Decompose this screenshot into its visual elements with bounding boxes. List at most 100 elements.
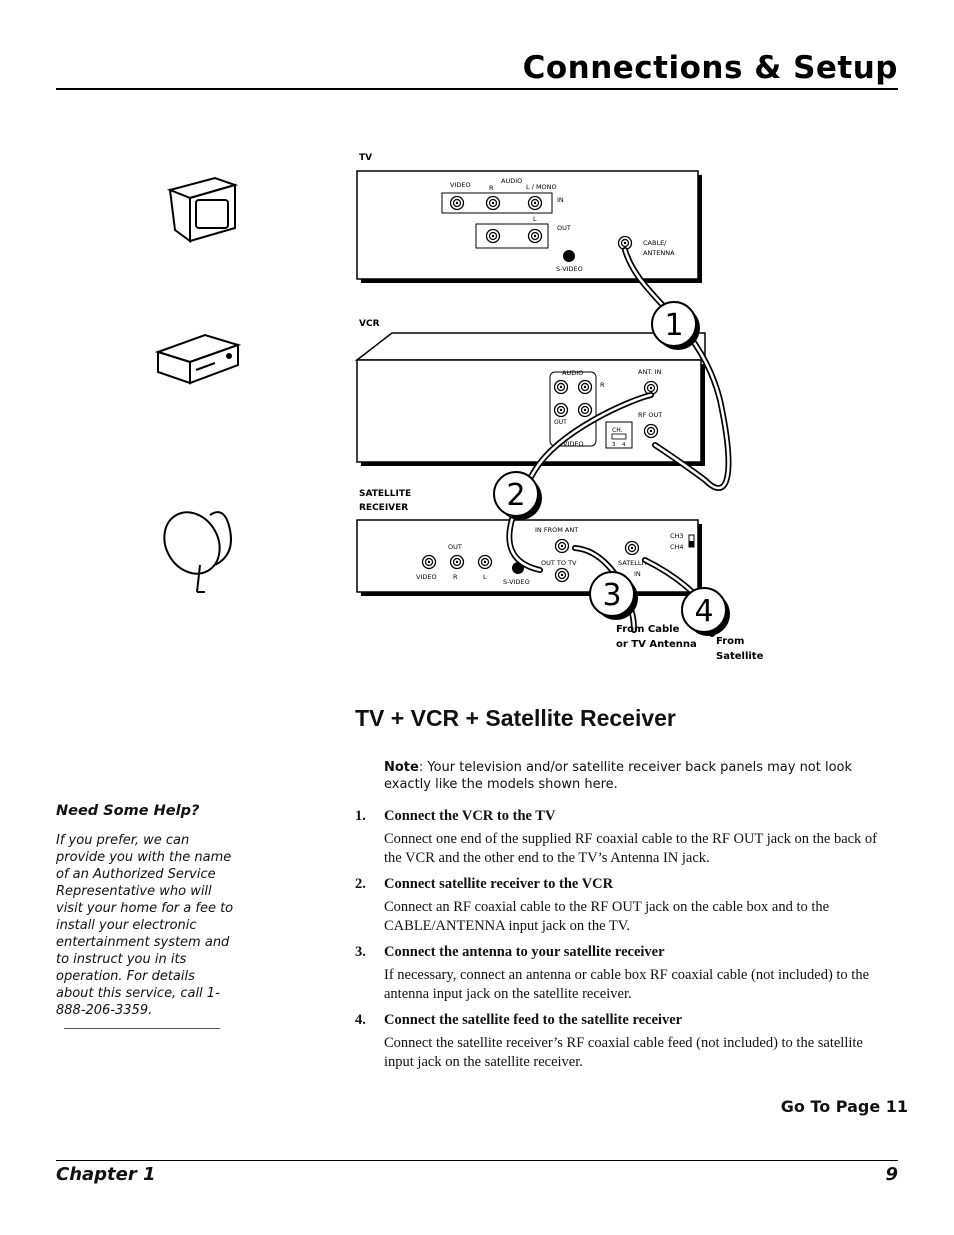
steps-list: 1. Connect the VCR to the TV Connect one … <box>355 808 885 1080</box>
go-to-page-link[interactable]: Go To Page 11 <box>780 1097 908 1116</box>
tv-out-label: OUT <box>557 224 571 232</box>
vcr-audio-l-jack <box>553 379 569 395</box>
sat-outtotv-jack <box>554 567 570 583</box>
sat-video-jack <box>421 554 437 570</box>
tv-svideo-jack <box>563 250 575 262</box>
step-number: 4. <box>355 1012 366 1028</box>
tv-audio-l-jack <box>527 195 543 211</box>
callout-2-text: 2 <box>506 478 525 513</box>
tv-svideo-label: S-VIDEO <box>556 265 583 273</box>
vcr-out-label: OUT <box>554 419 567 426</box>
help-rule <box>64 1028 220 1029</box>
tv-out-r-jack <box>485 228 501 244</box>
tv-audio-r-jack <box>485 195 501 211</box>
sat-l-jack <box>477 554 493 570</box>
sat-label-2: RECEIVER <box>359 503 408 513</box>
step-number: 2. <box>355 876 366 892</box>
sat-ch4-label: CH4 <box>670 543 684 551</box>
sat-video-label: VIDEO <box>416 573 437 581</box>
tv-in-group <box>441 192 553 214</box>
sat-in-label: IN <box>634 570 641 578</box>
section-title: TV + VCR + Satellite Receiver <box>355 705 676 731</box>
step-body: Connect the satellite receiver’s RF coax… <box>384 1035 863 1070</box>
vcr-video-label: VIDEO <box>563 440 584 448</box>
tv-video-label: VIDEO <box>450 181 471 189</box>
vcr-rfout-jack <box>643 423 659 439</box>
callout-4-text: 4 <box>694 594 713 629</box>
vcr-audio-label: AUDIO <box>562 369 583 377</box>
footer-page-number: 9 <box>885 1164 898 1185</box>
sat-r-jack <box>449 554 465 570</box>
tv-r-label: R <box>489 184 494 192</box>
tv-out-group <box>475 223 549 249</box>
vcr-panel <box>356 359 702 463</box>
callout-3: 3 <box>589 571 638 620</box>
sat-outtotv-label: OUT TO TV <box>541 559 577 567</box>
tv-lmono-label: L / MONO <box>526 183 557 191</box>
connection-diagram: TV VIDEO AUDIO R L / MONO IN L OUT S-VID… <box>154 153 764 662</box>
step-4: 4. Connect the satellite feed to the sate… <box>355 1012 885 1072</box>
tv-panel <box>356 170 699 280</box>
vcr-antin-label: ANT. IN <box>638 368 662 376</box>
vcr-audio-r-jack <box>577 379 593 395</box>
tv-cable-label: CABLE/ <box>643 239 667 247</box>
header-rule <box>56 88 898 90</box>
callout-3-text: 3 <box>602 578 621 613</box>
vcr-av-group <box>549 371 597 447</box>
sat-ch3-label: CH3 <box>670 532 684 540</box>
vcr-ch4-label: 4 <box>622 442 626 448</box>
tv-l-label: L <box>533 215 537 223</box>
step-title: Connect the satellite feed to the satell… <box>384 1012 683 1028</box>
callout-1-text: 1 <box>664 308 683 343</box>
vcr-ch-switch <box>605 421 633 449</box>
step-1: 1. Connect the VCR to the TV Connect one … <box>355 808 885 868</box>
footer-chapter: Chapter 1 <box>56 1164 156 1185</box>
sat-svideo-label: S-VIDEO <box>503 578 530 586</box>
callout-4: 4 <box>681 587 730 636</box>
from-cable-label-1: From Cable <box>616 624 680 635</box>
tv-label: TV <box>359 153 372 163</box>
callout-1: 1 <box>651 301 700 350</box>
satellite-dish-icon <box>163 511 232 593</box>
help-title: Need Some Help? <box>56 803 200 819</box>
from-cable-label-2: or TV Antenna <box>616 639 697 650</box>
vcr-ch-label: CH. <box>612 427 623 434</box>
tv-audio-label: AUDIO <box>501 177 522 185</box>
sat-r-label: R <box>453 573 458 581</box>
from-satellite-label-2: Satellite <box>716 651 764 662</box>
tv-out-l-jack <box>527 228 543 244</box>
vcr-ch3-label: 3 <box>612 442 616 448</box>
vcr-video-r-jack <box>577 402 593 418</box>
sat-label-1: SATELLITE <box>359 489 411 499</box>
help-body: If you prefer, we can provide you with t… <box>56 833 234 1018</box>
vcr-ch-toggle <box>611 433 627 440</box>
step-2: 2.Connect satellite receiver to the VCR … <box>355 876 885 936</box>
vcr-rfout-label: RF OUT <box>638 411 662 419</box>
step-title: Connect the antenna to your satellite re… <box>384 944 665 960</box>
step-title: Connect satellite receiver to the VCR <box>384 876 614 892</box>
step-body: If necessary, connect an antenna or cabl… <box>384 967 870 1002</box>
sat-panel <box>356 519 699 593</box>
note-label: Note <box>384 760 419 775</box>
tv-in-label: IN <box>557 196 564 204</box>
step-number: 1. <box>355 808 366 824</box>
sat-ch-switch-knob <box>689 541 694 547</box>
sat-l-label: L <box>483 573 487 581</box>
sat-infromant-jack <box>554 538 570 554</box>
step-body: Connect one end of the supplied RF coaxi… <box>384 831 878 866</box>
vcr-label: VCR <box>359 319 380 329</box>
vcr-icon <box>154 333 242 385</box>
vcr-top <box>354 332 706 361</box>
footer-rule <box>56 1160 898 1161</box>
tv-icon <box>166 176 239 243</box>
step-3: 3.Connect the antenna to your satellite … <box>355 944 885 1004</box>
note-text: : Your television and/or satellite recei… <box>384 760 853 792</box>
sat-satellite-in-jack <box>624 540 640 556</box>
tv-video-in-jack <box>449 195 465 211</box>
from-satellite-label-1: From <box>716 636 744 647</box>
vcr-video-l-jack <box>553 402 569 418</box>
step-title: Connect the VCR to the TV <box>384 808 556 824</box>
sat-infromant-label: IN FROM ANT <box>535 526 578 534</box>
tv-antenna-label: ANTENNA <box>643 249 675 257</box>
page-header-title: Connections & Setup <box>522 50 898 86</box>
